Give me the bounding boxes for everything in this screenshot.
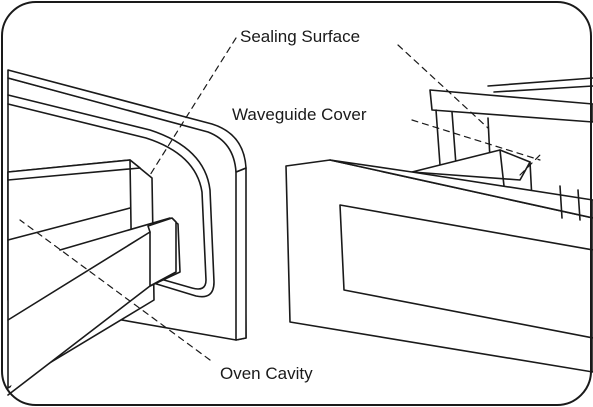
label-sealing-surface: Sealing Surface (238, 27, 363, 47)
leader-waveguide (411, 119, 541, 161)
leader-lines (19, 37, 541, 361)
leader-oven-cavity (19, 219, 211, 361)
oven-cavity-interior (7, 159, 181, 396)
leader-sealing-right (397, 44, 489, 129)
door-panel (285, 77, 593, 373)
label-waveguide-cover: Waveguide Cover (230, 105, 369, 125)
leader-waveguide-tip (519, 154, 541, 176)
leader-sealing-left (149, 37, 237, 176)
label-oven-cavity: Oven Cavity (218, 364, 315, 384)
